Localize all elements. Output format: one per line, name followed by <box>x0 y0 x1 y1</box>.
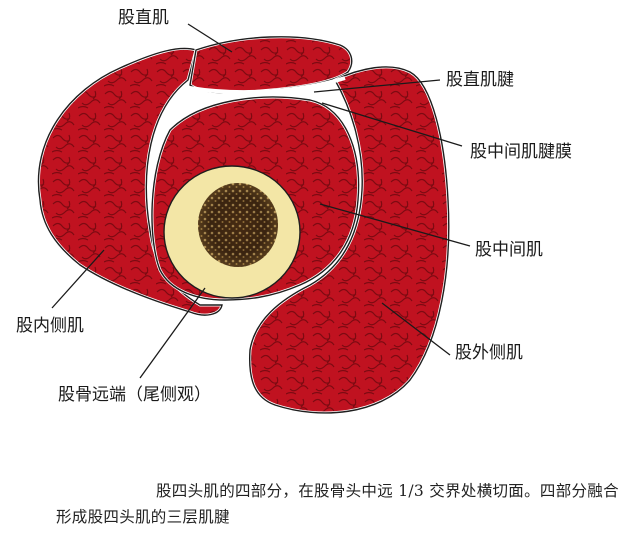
label-rectus-femoris: 股直肌 <box>118 8 169 28</box>
label-vastus-intermedius: 股中间肌 <box>475 240 543 260</box>
label-vastus-intermedius-tendon-membrane: 股中间肌腱膜 <box>470 142 572 162</box>
label-femur-distal: 股骨远端（尾侧观） <box>58 385 211 405</box>
leader-lines <box>51 23 471 379</box>
figure-caption: 股四头肌的四部分，在股骨头中远 1/3 交界处横切面。四部分融合形成股四头肌的三… <box>56 482 619 526</box>
label-vastus-medialis: 股内侧肌 <box>16 316 84 336</box>
label-vastus-lateralis: 股外侧肌 <box>455 343 523 363</box>
tendon-membrane-line <box>189 76 346 95</box>
label-rectus-femoris-tendon: 股直肌腱 <box>446 70 514 90</box>
